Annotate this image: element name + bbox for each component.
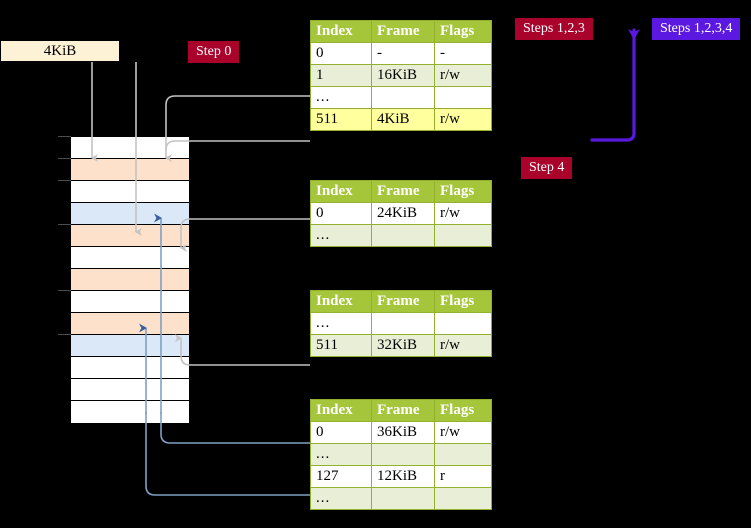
table-cell-flags: -	[434, 42, 492, 65]
column-header-frame: Frame	[371, 290, 435, 313]
memory-frame-row	[71, 379, 189, 401]
table-cell-index: ...	[310, 443, 372, 466]
column-header-index: Index	[310, 399, 372, 422]
memory-tick	[58, 224, 71, 225]
table-cell-flags: r/w	[434, 202, 492, 225]
column-header-index: Index	[310, 290, 372, 313]
table-cell-index: 1	[310, 64, 372, 87]
table-cell-flags	[434, 487, 492, 510]
connector-pdpt-to-memory	[180, 218, 310, 252]
violet-bracket-arrow	[590, 28, 640, 142]
memory-frame-row	[71, 247, 189, 269]
table-row: ...	[310, 312, 492, 335]
table-cell-frame: 4KiB	[371, 108, 435, 131]
column-header-index: Index	[310, 20, 372, 43]
connector-pd-to-memory	[175, 334, 310, 366]
table-cell-index: ...	[310, 312, 372, 335]
table-cell-index: 0	[310, 421, 372, 444]
column-header-flags: Flags	[434, 20, 492, 43]
table-cell-frame: -	[371, 42, 435, 65]
table-cell-index: ...	[310, 487, 372, 510]
table-cell-frame: 12KiB	[371, 465, 435, 488]
memory-frame-row	[71, 291, 189, 313]
memory-frame-row	[71, 313, 189, 335]
column-header-frame: Frame	[371, 20, 435, 43]
memory-frame-row	[71, 159, 189, 181]
table-row: ...	[310, 224, 492, 247]
table-row: ...	[310, 443, 492, 466]
memory-frame-row	[71, 181, 189, 203]
memory-frame-row	[71, 357, 189, 379]
table-cell-flags: r/w	[434, 421, 492, 444]
table-cell-index: 0	[310, 42, 372, 65]
table-cell-flags: r/w	[434, 64, 492, 87]
memory-tick	[58, 136, 71, 137]
physical-memory-column	[70, 136, 190, 423]
memory-tick	[58, 180, 71, 181]
table-cell-frame	[371, 487, 435, 510]
table-cell-flags: r/w	[434, 334, 492, 357]
connector-pt-to-memory-b	[145, 412, 310, 496]
memory-tick	[58, 334, 71, 335]
table-row: ...	[310, 487, 492, 510]
memory-frame-row	[71, 269, 189, 291]
table-cell-frame: 24KiB	[371, 202, 435, 225]
table-cell-index: 511	[310, 108, 372, 131]
table-cell-index: 511	[310, 334, 372, 357]
column-header-frame: Frame	[371, 399, 435, 422]
table-cell-flags	[434, 312, 492, 335]
column-header-frame: Frame	[371, 180, 435, 203]
table-cell-index: ...	[310, 86, 372, 109]
table-cell-index: ...	[310, 224, 372, 247]
table-cell-flags	[434, 224, 492, 247]
table-cell-frame	[371, 312, 435, 335]
table-cell-flags	[434, 86, 492, 109]
memory-frame-row	[71, 137, 189, 159]
badge-step-4: Step 4	[521, 157, 573, 179]
memory-frame-row	[71, 401, 189, 423]
column-header-flags: Flags	[434, 180, 492, 203]
column-header-flags: Flags	[434, 399, 492, 422]
column-header-index: Index	[310, 180, 372, 203]
table-cell-frame	[371, 86, 435, 109]
badge-steps-1-2-3: Steps 1,2,3	[515, 18, 593, 40]
frame-size-label: 4KiB	[43, 42, 77, 59]
memory-frame-row	[71, 225, 189, 247]
memory-frame-row	[71, 335, 189, 357]
memory-tick	[58, 290, 71, 291]
column-header-flags: Flags	[434, 290, 492, 313]
table-cell-flags	[434, 443, 492, 466]
table-cell-frame: 32KiB	[371, 334, 435, 357]
table-cell-frame	[371, 443, 435, 466]
table-cell-flags: r	[434, 465, 492, 488]
table-cell-frame: 36KiB	[371, 421, 435, 444]
table-cell-index: 127	[310, 465, 372, 488]
table-cell-frame	[371, 224, 435, 247]
table-cell-flags: r/w	[434, 108, 492, 131]
memory-frame-row	[71, 203, 189, 225]
frame-size-box: 4KiB	[0, 40, 120, 62]
badge-steps-1-2-3-4: Steps 1,2,3,4	[652, 18, 741, 40]
table-cell-index: 0	[310, 202, 372, 225]
table-row: 0--	[310, 42, 492, 65]
table-cell-frame: 16KiB	[371, 64, 435, 87]
memory-tick	[58, 158, 71, 159]
table-row: ...	[310, 86, 492, 109]
badge-step-0: Step 0	[188, 41, 240, 63]
